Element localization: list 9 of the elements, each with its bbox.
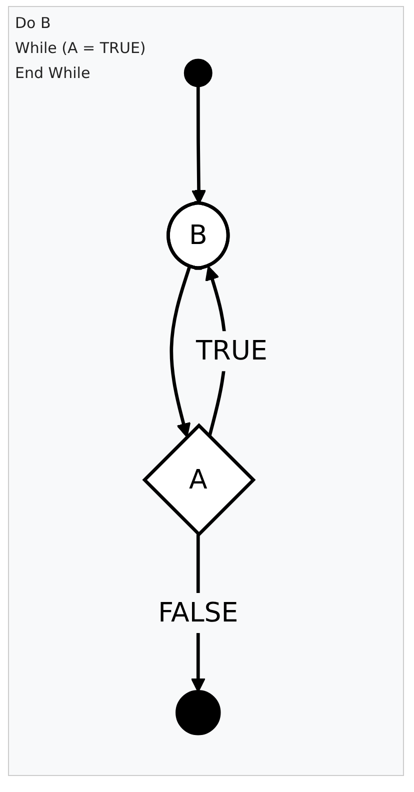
node-circle [176,690,221,736]
note-text: End While [15,63,90,84]
note-text: While (A = TRUE) [15,38,146,59]
edge-label: FALSE [158,596,238,628]
node-diamond: A [142,423,256,537]
node-circle [184,58,212,88]
arrow [170,266,192,438]
note-text: Do B [15,13,51,34]
edge-label: TRUE [196,334,268,366]
